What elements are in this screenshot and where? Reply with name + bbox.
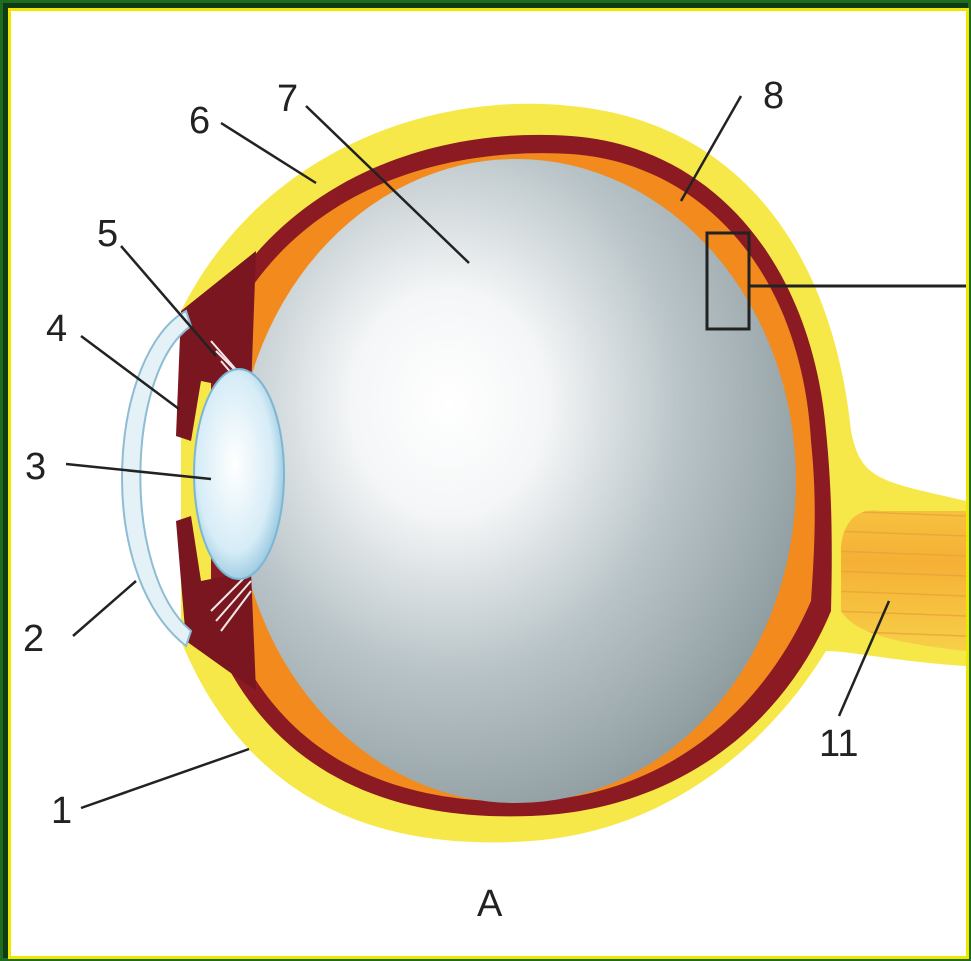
diagram-panel: 1 2 3 4 5 6 7 8 11 A xyxy=(8,8,969,959)
callout-5: 5 xyxy=(97,213,118,255)
callout-2: 2 xyxy=(23,618,44,660)
lens xyxy=(194,369,284,579)
callout-7: 7 xyxy=(277,78,298,120)
diagram-caption: A xyxy=(477,883,503,925)
callout-8: 8 xyxy=(763,75,784,117)
callout-11: 11 xyxy=(819,723,858,765)
eye-diagram: 1 2 3 4 5 6 7 8 11 A xyxy=(11,11,966,956)
callout-1: 1 xyxy=(51,790,72,832)
callout-6: 6 xyxy=(189,100,210,142)
callout-4: 4 xyxy=(46,308,67,350)
vitreous-body xyxy=(236,159,796,803)
callout-3: 3 xyxy=(25,446,46,488)
